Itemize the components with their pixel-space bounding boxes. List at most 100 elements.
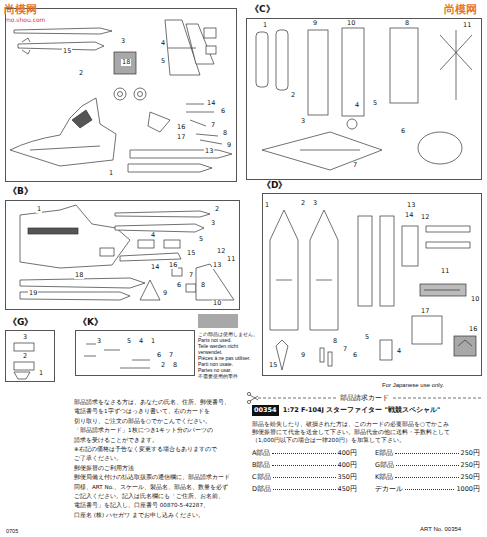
part-number: 4	[138, 338, 144, 345]
part-number: 1	[38, 370, 44, 377]
part-number: 17	[176, 134, 186, 141]
part-number: 9	[312, 20, 318, 27]
legend-box: この部品は使用しません。Parts not used.Teile werden …	[198, 314, 260, 379]
part-letter: デカール	[375, 486, 403, 493]
part-number: 1	[36, 206, 42, 213]
print-code: 0705	[6, 528, 18, 534]
part-number: 2	[22, 353, 28, 360]
dot-leader	[272, 465, 335, 466]
price: 250円	[461, 474, 480, 481]
dot-leader	[272, 453, 335, 454]
dot-leader	[396, 465, 459, 466]
price: 250円	[461, 450, 480, 457]
part-number: 10	[346, 20, 356, 27]
part-number: 3	[210, 220, 216, 227]
part-number: 3	[300, 118, 306, 125]
part-number: 14	[206, 100, 216, 107]
price-item: A部品400円	[252, 450, 357, 457]
part-number: 13	[406, 202, 416, 209]
part-number: 17	[420, 308, 430, 315]
part-number: 3	[22, 334, 28, 341]
instruction-line: 部品請求をなさる方は、あなたの氏名、住所、郵便番号、	[74, 398, 242, 407]
legend-text: この部品は使用しません。	[198, 331, 260, 337]
order-instructions: 部品請求をなさる方は、あなたの氏名、住所、郵便番号、電話番号を1字ずつはっきり書…	[74, 398, 242, 520]
part-number: 12	[420, 214, 430, 221]
kit-title: 1:72 F-104J スターファイター "戦競スペシャル"	[283, 407, 441, 414]
watermark: 尚模网	[444, 2, 477, 17]
part-number: 8	[404, 20, 410, 27]
price-row: A部品400円 E部品250円	[252, 448, 480, 460]
price-row: D部品450円 デカール1000円	[252, 484, 480, 496]
part-number: 6	[220, 108, 226, 115]
part-number: 4	[396, 348, 402, 355]
sprue-letter: 《G》	[8, 318, 33, 327]
part-number: 10	[470, 296, 480, 303]
price-item: G部品250円	[375, 462, 480, 469]
price-item: C部品350円	[252, 474, 357, 481]
instruction-line: 同様、ART No.、スケール、製品名、部品名、数量を必ず	[74, 483, 242, 492]
part-number: 5	[372, 100, 378, 107]
part-number: 6	[176, 282, 182, 289]
part-number: 4	[354, 102, 360, 109]
part-number: 1	[262, 22, 268, 29]
part-number: 8	[172, 362, 178, 369]
legend-text: Parts not used.	[198, 337, 260, 343]
part-letter: K部品	[375, 474, 393, 481]
legend-swatch	[198, 314, 238, 328]
part-number: 1	[264, 202, 270, 209]
part-number: 11	[462, 22, 472, 29]
part-number: 1	[150, 338, 156, 345]
part-number: 19	[28, 290, 38, 297]
part-number: 9	[162, 290, 168, 297]
sprue-frame: 《B》123451415161211136789181910	[5, 200, 240, 310]
part-number: 7	[352, 162, 358, 169]
part-number: 6	[352, 352, 358, 359]
price-row: C部品350円 K部品 250円	[252, 472, 480, 484]
card-title-row: 003541:72 F-104J スターファイター "戦競スペシャル"	[252, 405, 480, 416]
part-number: 3	[312, 200, 318, 207]
card-notes: 部品を紛失したり、破損された方は、このカードの必要部品を○でかこみ郵便振替にて代…	[252, 420, 480, 445]
part-number: 2	[300, 200, 306, 207]
price-item: デカール1000円	[375, 486, 480, 493]
watermark: 尚模网	[4, 2, 37, 17]
price: 400円	[338, 462, 357, 469]
part-number: 7	[210, 122, 216, 129]
instruction-line: 「部品請求カード」1枚につき1キット分のパーツの	[74, 426, 242, 435]
card-note: （1,000円以下の場合は一律200円）を加算して下さい。	[252, 436, 480, 444]
part-number: 3	[96, 338, 102, 345]
sprue-letter: 《B》	[8, 187, 33, 196]
sprue-frame: 《G》321	[5, 330, 55, 382]
part-number: 5	[160, 58, 166, 65]
legend-text: Pièces à ne pas utiliser.	[198, 355, 260, 361]
instruction-line: 電話番号を1字ずつはっきり書いて、右のカードを	[74, 407, 242, 416]
instruction-line: 切り取り、ご注文の部品を○でかこんでください。	[74, 417, 242, 426]
part-number: 5	[364, 334, 370, 341]
instruction-line: 口座名 (株) ハセガワ までお申し込みください。	[74, 511, 242, 520]
part-number: 15	[268, 362, 278, 369]
part-number: 11	[226, 256, 236, 263]
part-number: 8	[222, 130, 228, 137]
dot-leader	[273, 477, 336, 478]
dot-leader	[395, 453, 458, 454]
card-note: 郵便振替にて代金を送金して下さい。部品代金の他に送料・手数料として	[252, 428, 480, 436]
part-number: 4	[150, 232, 156, 239]
part-number: 5	[126, 338, 132, 345]
part-number: 9	[300, 352, 306, 359]
part-number: 9	[226, 142, 232, 149]
sprue-frame: 《D》1231314121110917876541615	[262, 193, 482, 376]
price-item: D部品450円	[252, 486, 357, 493]
part-number: 2	[290, 92, 296, 99]
part-number: 14	[404, 212, 414, 219]
instruction-line: 請求を受けることができます。	[74, 436, 242, 445]
legend-text: Parti non usate.	[198, 361, 260, 367]
part-number: 14	[150, 264, 160, 271]
order-card: 003541:72 F-104J スターファイター "戦競スペシャル" 部品を紛失…	[252, 405, 480, 496]
price: 450円	[338, 486, 357, 493]
sprue-frame: 《C》1910811234567	[246, 18, 482, 180]
part-number: 16	[168, 262, 178, 269]
price-item: E部品250円	[375, 450, 480, 457]
part-number: 6	[156, 352, 162, 359]
part-number: 18	[74, 272, 84, 279]
part-number: 2	[214, 206, 220, 213]
